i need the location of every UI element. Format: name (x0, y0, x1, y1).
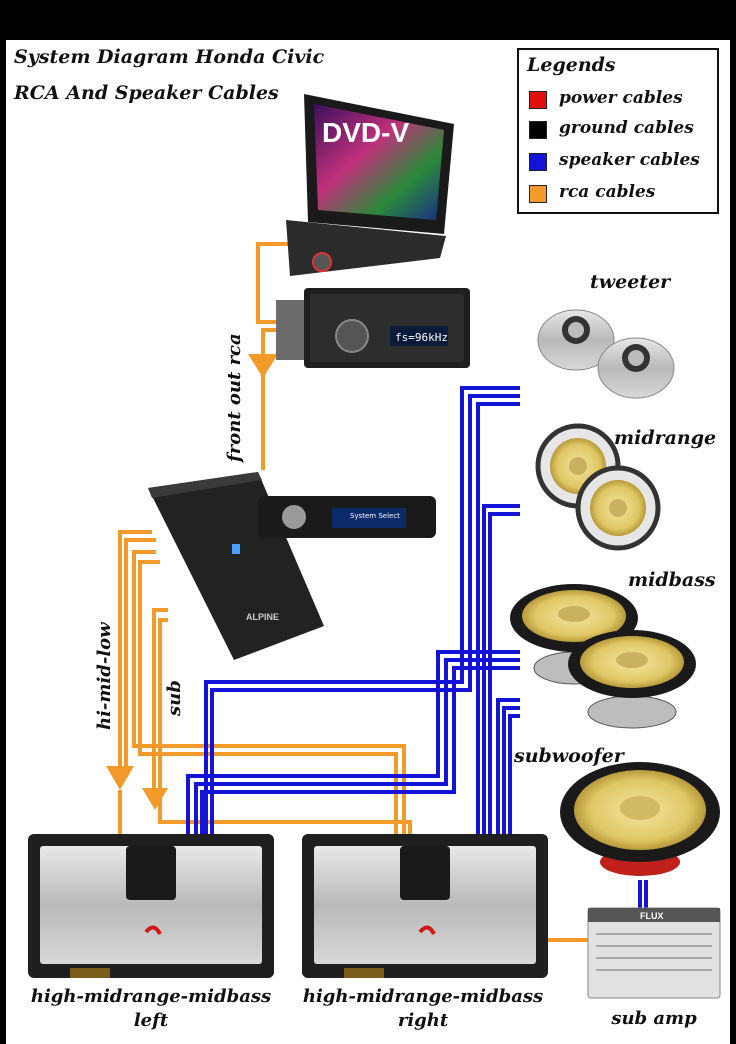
subwoofer-label: subwoofer (513, 745, 626, 767)
ground-swatch (529, 121, 547, 139)
dvd-head-unit: DVD-V (286, 94, 454, 276)
right-amp-caption-line2: right (397, 1010, 449, 1031)
left-amplifier (28, 834, 274, 978)
sub-amp-brand: FLUX (640, 911, 664, 921)
tweeter-speakers (537, 309, 675, 399)
dvd-screen-text: DVD-V (322, 117, 409, 148)
diagram-title-line1: System Diagram Honda Civic (14, 46, 325, 68)
processor-brand: ALPINE (246, 612, 279, 622)
legend-title: Legends (527, 54, 616, 76)
left-amp-caption-line2: left (133, 1010, 169, 1031)
rca-swatch (529, 185, 547, 203)
sub-label: sub (164, 680, 185, 717)
legend-label: power cables (559, 88, 683, 108)
front-out-rca-label: front out rca (224, 333, 245, 464)
tweeter-label: tweeter (590, 271, 672, 293)
alpine-processor: ALPINE (148, 472, 324, 660)
speaker-cables (186, 386, 648, 910)
alpine-remote: System Select (258, 496, 436, 538)
rca-cables (106, 242, 588, 942)
right-amp-caption-line1: high-midrange-midbass (302, 986, 544, 1007)
midbass-speakers (510, 584, 696, 729)
remote-text: System Select (350, 512, 400, 520)
legend-label: ground cables (559, 118, 694, 138)
cd-display-text: fs=96kHz (395, 331, 448, 344)
power-swatch (529, 91, 547, 109)
cd-head-unit: fs=96kHz (276, 288, 470, 368)
volume-knob (312, 252, 332, 272)
midrange-speakers (535, 423, 661, 551)
legend-label: speaker cables (559, 150, 700, 170)
sub-amplifier: FLUX (587, 907, 721, 999)
midbass-label: midbass (628, 569, 716, 591)
left-amp-caption-line1: high-midrange-midbass (30, 986, 272, 1007)
diagram-title-line2: RCA And Speaker Cables (14, 82, 279, 104)
subwoofer-speaker (560, 762, 720, 876)
speaker-swatch (529, 153, 547, 171)
legend-box: Legends power cables ground cables speak… (517, 48, 719, 214)
hi-mid-low-label: hi-mid-low (94, 621, 115, 730)
midrange-label: midrange (614, 427, 716, 449)
right-amplifier (302, 834, 548, 978)
sub-amp-caption: sub amp (611, 1008, 697, 1029)
legend-label: rca cables (559, 182, 656, 202)
